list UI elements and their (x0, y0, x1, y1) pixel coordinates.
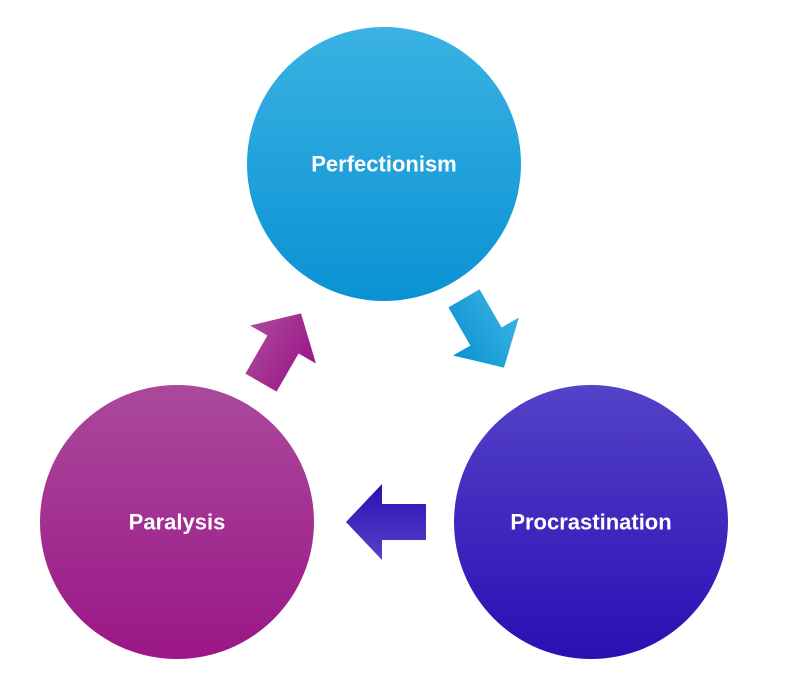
arrow-shape (245, 313, 316, 392)
node-procrastination: Procrastination (454, 385, 728, 659)
node-perfectionism-circle (247, 27, 521, 301)
node-perfectionism-label: Perfectionism (311, 152, 457, 177)
node-procrastination-circle (454, 385, 728, 659)
node-perfectionism: Perfectionism (247, 27, 521, 301)
arrow-shape (346, 484, 426, 560)
node-paralysis: Paralysis (40, 385, 314, 659)
arrow-paralysis-to-perfectionism (245, 313, 316, 392)
node-paralysis-circle (40, 385, 314, 659)
arrow-perfectionism-to-procrastination (448, 289, 519, 368)
node-paralysis-label: Paralysis (129, 510, 226, 535)
node-procrastination-label: Procrastination (510, 510, 671, 535)
arrow-procrastination-to-paralysis (346, 484, 426, 560)
arrow-shape (448, 289, 519, 368)
